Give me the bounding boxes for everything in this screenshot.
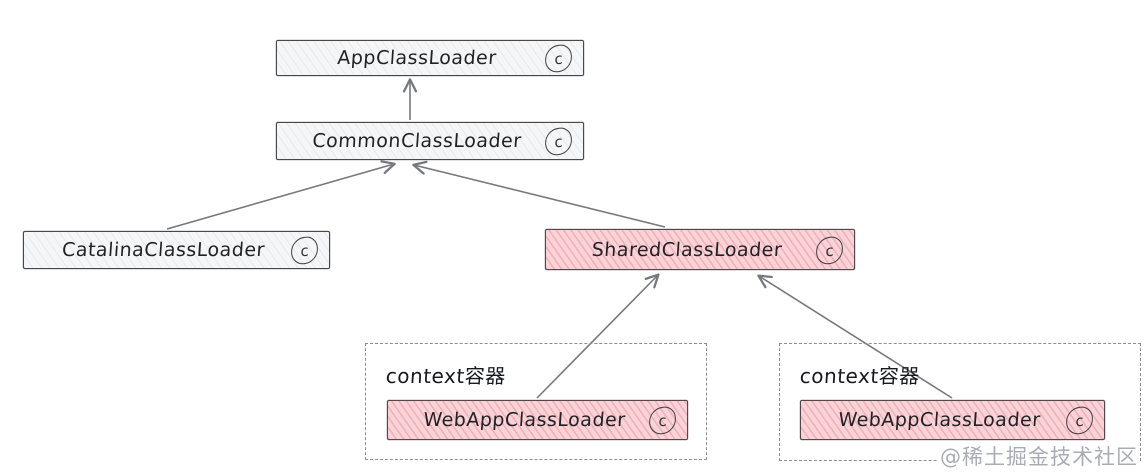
context-container-left: context容器	[365, 343, 707, 460]
node-label: WebAppClassLoader	[837, 409, 1042, 431]
node-label: CommonClassLoader	[311, 130, 523, 152]
node-catalina-class-loader: CatalinaClassLoader c	[23, 231, 330, 269]
node-webapp-class-loader-right: WebAppClassLoader c	[800, 400, 1105, 440]
node-label: WebAppClassLoader	[422, 409, 627, 431]
node-label: AppClassLoader	[336, 47, 498, 69]
node-webapp-class-loader-left: WebAppClassLoader c	[387, 400, 688, 440]
node-shared-class-loader: SharedClassLoader c	[545, 229, 855, 270]
node-common-class-loader: CommonClassLoader c	[276, 122, 584, 160]
context-container-label: context容器	[799, 364, 921, 388]
context-container-label: context容器	[385, 364, 507, 388]
arrow-catalina-to-common	[166, 160, 396, 230]
node-label: SharedClassLoader	[590, 238, 784, 261]
juejin-watermark: @稀土掘金技术社区	[938, 441, 1140, 471]
arrow-shared-to-common	[412, 160, 666, 228]
node-app-class-loader: AppClassLoader c	[276, 40, 584, 76]
arrow-webapp-left-to-shared	[536, 273, 660, 399]
node-label: CatalinaClassLoader	[61, 239, 266, 261]
arrow-webapp-right-to-shared	[757, 274, 953, 399]
